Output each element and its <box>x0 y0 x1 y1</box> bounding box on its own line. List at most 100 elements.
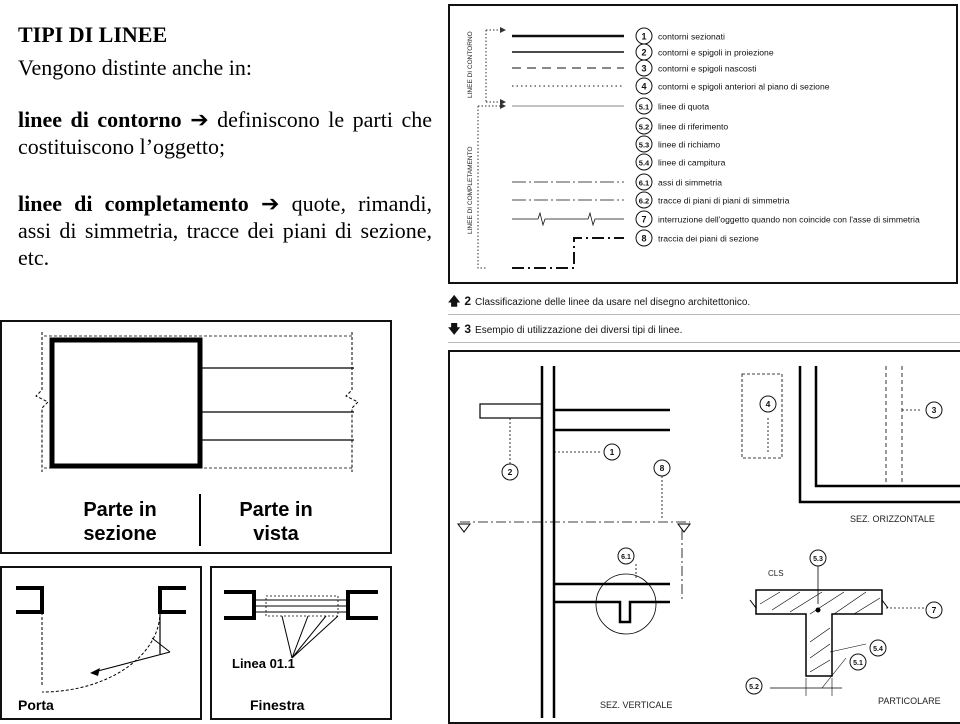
finestra-drawing: Linea 01.1 Finestra <box>224 590 378 713</box>
caption-fig3-number: 3 <box>464 322 472 336</box>
callout-4: 4 <box>759 395 777 413</box>
callout-badge <box>849 653 867 671</box>
callout-number: 3 <box>932 405 937 415</box>
legend-item: 3 contorni e spigoli nascosti <box>635 59 756 77</box>
legend-item-label: interruzione dell'oggetto quando non coi… <box>658 215 920 225</box>
label-parte-sezione-1: Parte in <box>83 499 156 521</box>
horiz-wall-outer <box>798 366 960 504</box>
callout-number: 7 <box>932 605 937 615</box>
legend-item-label: linee di richiamo <box>658 140 720 150</box>
legend-item-badge <box>635 229 653 247</box>
legend-item-badge <box>635 59 653 77</box>
finestra-pointer-2 <box>291 615 309 659</box>
legend-item-badge <box>635 117 653 135</box>
legend-item-badge <box>635 191 653 209</box>
contour-term: linee di contorno <box>18 107 182 132</box>
callout-6-1: 6.1 <box>617 547 635 565</box>
porta-swing-arc <box>41 611 161 693</box>
callout-2: 2 <box>501 463 519 481</box>
sectioned-wall <box>49 337 203 469</box>
finestra-frame-dashed <box>265 595 339 617</box>
label-parte-vista-2: vista <box>253 523 299 545</box>
finestra-jamb-right <box>346 590 378 620</box>
callout-7: 7 <box>925 601 943 619</box>
porta-arrowhead <box>90 668 100 676</box>
bracket-arrows <box>500 27 506 109</box>
lower-slab-beam <box>554 600 670 624</box>
legend-item-label: linee di quota <box>658 102 709 112</box>
legend-item-label: contorni e spigoli nascosti <box>658 64 756 74</box>
finestra-pointer-1 <box>281 615 293 659</box>
legend-diagram: LINEE DI CONTORNO LINEE DI COMPLETAMENTO <box>467 27 920 269</box>
callout-1: 1 <box>603 443 621 461</box>
callout-number: 5.1 <box>853 660 863 667</box>
callout-5-3: 5.3 <box>809 549 827 567</box>
sez-orizzontale-label: SEZ. ORIZZONTALE <box>850 514 935 524</box>
group-brackets <box>477 29 500 269</box>
sample-line-7 <box>512 211 624 227</box>
legend-item: 8 traccia dei piani di sezione <box>635 229 759 247</box>
callout-badge <box>809 549 827 567</box>
page-subtitle: Vengono distinte anche in: <box>18 55 253 80</box>
porta-pointer-2 <box>151 637 171 653</box>
callout-badge <box>501 463 519 481</box>
callout-number: 4 <box>766 399 771 409</box>
balcony-slab <box>479 403 543 419</box>
caption-fig2-number: 2 <box>464 294 472 308</box>
detail-circle <box>595 573 657 635</box>
callout-5-4: 5.4 <box>869 639 887 657</box>
legend-item-number: 4 <box>641 82 646 92</box>
cls-dot <box>815 607 821 613</box>
callout-badge <box>869 639 887 657</box>
callout-number: 1 <box>610 447 615 457</box>
break-mark-left <box>749 599 757 609</box>
legend-item-number: 5.2 <box>639 123 649 132</box>
leader-5-1 <box>821 657 847 689</box>
legend-item-badge <box>635 173 653 191</box>
porta-jamb-right <box>158 586 186 614</box>
caption-fig3-text: Esempio di utilizzazione dei diversi tip… <box>475 325 683 336</box>
legend-item-number: 1 <box>641 32 646 42</box>
line-types-legend-panel: LINEE DI CONTORNO LINEE DI COMPLETAMENTO <box>448 4 958 284</box>
callout-5-2: 5.2 <box>745 677 763 695</box>
legend-item-number: 6.1 <box>639 179 649 188</box>
finestra-pointer-4 <box>291 615 339 659</box>
example-drawing: CLS SEZ. ORIZZONTALE SEZ. VERTICALE PART… <box>457 366 960 718</box>
sez-verticale-label: SEZ. VERTICALE <box>600 700 672 710</box>
legend-item-number: 8 <box>641 234 646 244</box>
callout-badge <box>603 443 621 461</box>
completion-term: linee di completamento <box>18 191 249 216</box>
group-label-completamento: LINEE DI COMPLETAMENTO <box>467 146 474 234</box>
porta-drawing: Porta <box>16 586 186 713</box>
legend-item-badge <box>635 153 653 171</box>
example-usage-panel: CLS SEZ. ORIZZONTALE SEZ. VERTICALE PART… <box>448 350 960 724</box>
break-line-right <box>345 332 359 472</box>
porta-pointer <box>93 651 171 673</box>
up-arrow-icon: 🡅 <box>448 294 461 308</box>
finestra-pointer-3 <box>291 615 327 659</box>
legend-item-number: 2 <box>641 48 646 58</box>
contour-description: definiscono le parti che costituiscono l… <box>18 107 433 159</box>
legend-item-number: 3 <box>641 64 646 74</box>
t-beam-section <box>755 589 883 677</box>
finestra-linea-label: Linea 01.1 <box>232 656 295 671</box>
porta-label: Porta <box>18 697 54 713</box>
callout-number: 2 <box>508 467 513 477</box>
callout-number: 8 <box>660 463 665 473</box>
legend-item-label: contorni e spigoli in proiezione <box>658 48 774 58</box>
legend-item-badge <box>635 210 653 228</box>
finestra-label: Finestra <box>250 697 305 713</box>
label-parte-sezione-2: sezione <box>83 523 156 545</box>
finestra-jamb-left <box>224 590 256 620</box>
porta-panel: Porta <box>0 566 202 720</box>
leader-5-4 <box>829 643 867 653</box>
section-marker-left <box>457 523 471 533</box>
legend-item-label: traccia dei piani di sezione <box>658 234 759 244</box>
